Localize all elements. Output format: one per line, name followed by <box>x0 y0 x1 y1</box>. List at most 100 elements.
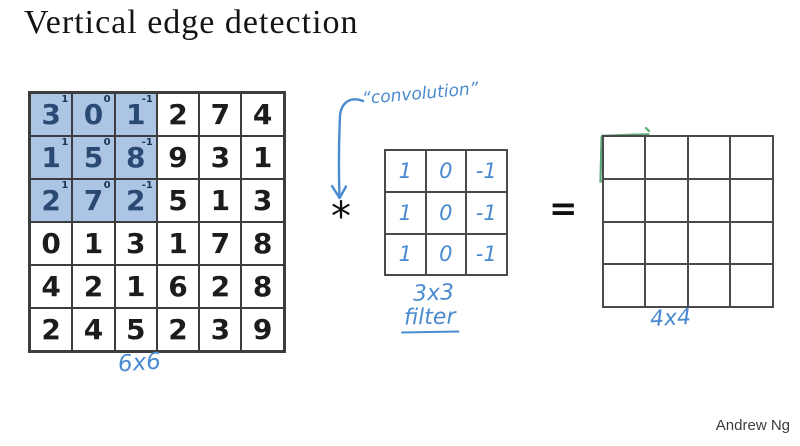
cell-value: 2 <box>168 98 188 131</box>
filter-overlay-superscript: 0 <box>103 137 111 148</box>
matrix-cell <box>645 221 688 265</box>
cell-value: 3 <box>210 313 231 346</box>
input-matrix-size-label: 6x6 <box>117 348 162 378</box>
cell-value: 8 <box>252 227 273 260</box>
cell-value: 1 <box>252 141 273 174</box>
matrix-cell <box>687 178 731 222</box>
matrix-cell: 1 <box>385 191 426 234</box>
matrix-cell: 1-1 <box>114 93 157 136</box>
matrix-cell: 0 <box>425 191 466 234</box>
filter-name-label: filter <box>400 304 459 334</box>
output-size-label: 4x4 <box>649 304 692 333</box>
equals-sign: = <box>549 189 578 229</box>
matrix-cell: 2 <box>30 308 73 351</box>
cell-value: 1 <box>398 200 412 225</box>
matrix-cell: 5 <box>156 179 200 222</box>
matrix-cell: 7 <box>199 93 242 136</box>
cell-value: 7 <box>210 98 231 131</box>
cell-value: 1 <box>83 227 104 260</box>
filter-overlay-superscript: -1 <box>141 137 153 148</box>
cell-value: 2 <box>41 184 61 217</box>
filter-overlay-superscript: 0 <box>103 180 111 191</box>
cell-value: 4 <box>41 270 61 303</box>
cell-value: 1 <box>41 141 61 174</box>
matrix-cell: 8 <box>241 265 284 308</box>
cell-value: 5 <box>168 184 188 217</box>
matrix-cell: 1 <box>241 136 284 179</box>
matrix-cell: 2 <box>156 93 200 136</box>
matrix-cell: 2 <box>199 265 242 308</box>
matrix-cell: 0 <box>425 233 466 276</box>
convolution-arrow <box>330 98 365 200</box>
cell-value: 4 <box>83 313 104 346</box>
matrix-cell <box>603 264 646 308</box>
matrix-cell: 2 <box>156 308 200 351</box>
cell-value: 0 <box>83 98 104 131</box>
matrix-cell <box>730 136 773 179</box>
matrix-cell: 8-1 <box>114 136 157 179</box>
cell-value: 0 <box>439 158 453 183</box>
cell-value: 8 <box>126 141 146 174</box>
cell-value: 3 <box>126 227 146 260</box>
matrix-cell <box>687 221 731 265</box>
filter-overlay-superscript: 1 <box>61 137 69 148</box>
matrix-cell: 2 <box>72 265 115 308</box>
convolution-operator: * <box>331 194 351 240</box>
cell-value: 2 <box>168 313 188 346</box>
cell-value: 2 <box>126 184 146 217</box>
matrix-cell: 9 <box>156 136 200 179</box>
cell-value: 0 <box>439 242 453 267</box>
cell-value: 5 <box>83 141 104 174</box>
matrix-cell: 2-1 <box>114 179 157 222</box>
matrix-cell: -1 <box>466 191 507 234</box>
matrix-cell: 1 <box>114 265 157 308</box>
matrix-cell <box>730 264 773 308</box>
matrix-cell: 3 <box>114 222 157 265</box>
cell-value: 1 <box>126 98 146 131</box>
cell-value: 3 <box>252 184 273 217</box>
matrix-cell: -1 <box>466 150 507 192</box>
matrix-cell: 1 <box>199 179 242 222</box>
filter-overlay-superscript: 1 <box>61 94 69 105</box>
matrix-cell: 5 <box>114 308 157 351</box>
cell-value: 3 <box>210 141 231 174</box>
cell-value: 3 <box>41 98 61 131</box>
matrix-cell: 4 <box>72 308 115 351</box>
cell-value: 1 <box>398 242 412 267</box>
filter-overlay-superscript: -1 <box>141 94 153 105</box>
matrix-cell: 1 <box>385 150 426 192</box>
matrix-cell: 7 <box>199 222 242 265</box>
output-matrix-grid <box>602 135 774 309</box>
cell-value: 6 <box>168 270 188 303</box>
cell-value: 1 <box>168 227 188 260</box>
matrix-cell <box>687 136 731 179</box>
page-title: Vertical edge detection <box>24 4 359 41</box>
matrix-cell: 0 <box>425 150 466 192</box>
cell-value: 7 <box>210 227 231 260</box>
cell-value: 2 <box>210 270 231 303</box>
cell-value: 9 <box>252 313 273 346</box>
cell-value: 1 <box>126 270 146 303</box>
attribution: Andrew Ng <box>715 417 790 434</box>
filter-overlay-superscript: -1 <box>141 180 153 191</box>
convolution-annotation: “convolution” <box>361 78 480 110</box>
cell-value: 9 <box>168 141 188 174</box>
matrix-cell: 9 <box>241 308 284 351</box>
matrix-cell <box>603 136 646 179</box>
filter-size-label: 3x3 <box>412 280 455 307</box>
matrix-cell: 3 <box>241 179 284 222</box>
cell-value: 0 <box>41 227 61 260</box>
matrix-cell <box>645 136 688 179</box>
matrix-cell: 3 <box>199 308 242 351</box>
matrix-cell: 6 <box>156 265 200 308</box>
matrix-cell <box>730 178 773 222</box>
matrix-cell <box>687 264 731 308</box>
matrix-cell: 3 <box>199 136 242 179</box>
